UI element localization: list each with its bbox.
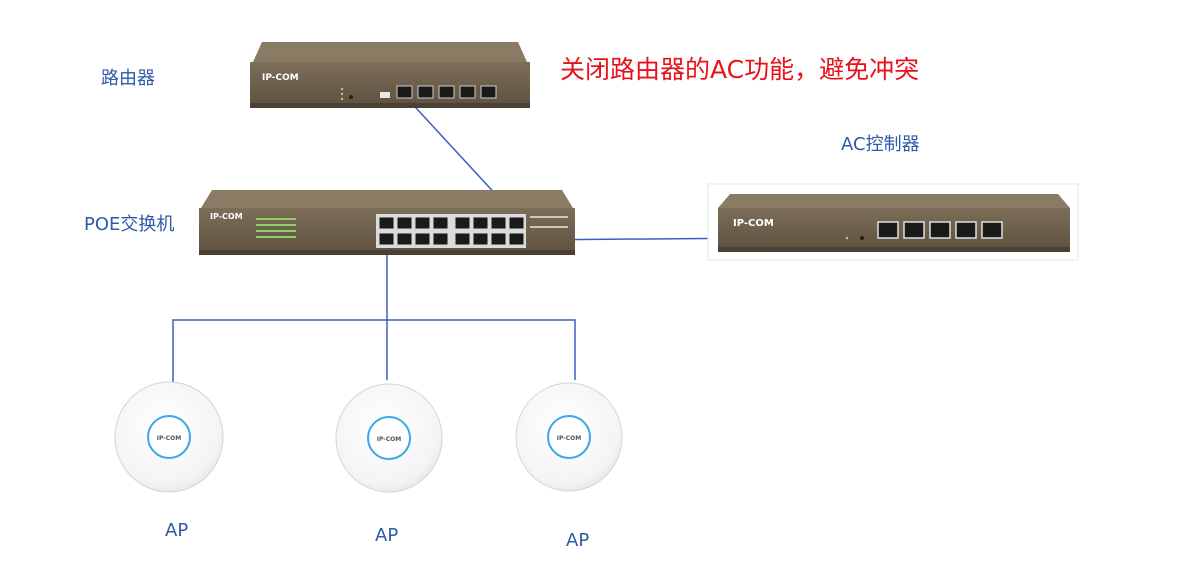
ac-ports: [877, 221, 1003, 239]
conflict-note: 关闭路由器的AC功能，避免冲突: [560, 55, 920, 84]
ac-controller-label: AC控制器: [841, 134, 920, 155]
access-point-3: IP-COM: [515, 382, 623, 492]
ac-controller-device: IP-COM: [707, 183, 1079, 261]
link-ap-bus: [172, 319, 576, 388]
switch-label: POE交换机: [84, 214, 175, 235]
access-point-2: IP-COM: [335, 383, 443, 493]
router-label: 路由器: [101, 68, 155, 89]
ap-3-label: AP: [566, 530, 590, 551]
switch-brand-text: IP-COM: [210, 212, 243, 221]
switch-port-block: [376, 214, 526, 248]
ap-2-label: AP: [375, 525, 399, 546]
router-lan-ports: [396, 85, 497, 99]
ap-3-brand-text: IP-COM: [557, 435, 582, 442]
ap-2-brand-text: IP-COM: [377, 436, 402, 443]
ac-brand-text: IP-COM: [733, 218, 774, 229]
router-brand-text: IP-COM: [262, 73, 299, 83]
router-device: IP-COM: [250, 42, 530, 108]
ap-1-brand-text: IP-COM: [157, 435, 182, 442]
poe-switch-device: IP-COM: [199, 190, 575, 255]
ap-1-label: AP: [165, 520, 189, 541]
router-usb-port: [380, 92, 390, 98]
access-point-1: IP-COM: [114, 381, 224, 493]
switch-status-leds: [256, 218, 296, 238]
router-status-leds: [340, 87, 344, 101]
